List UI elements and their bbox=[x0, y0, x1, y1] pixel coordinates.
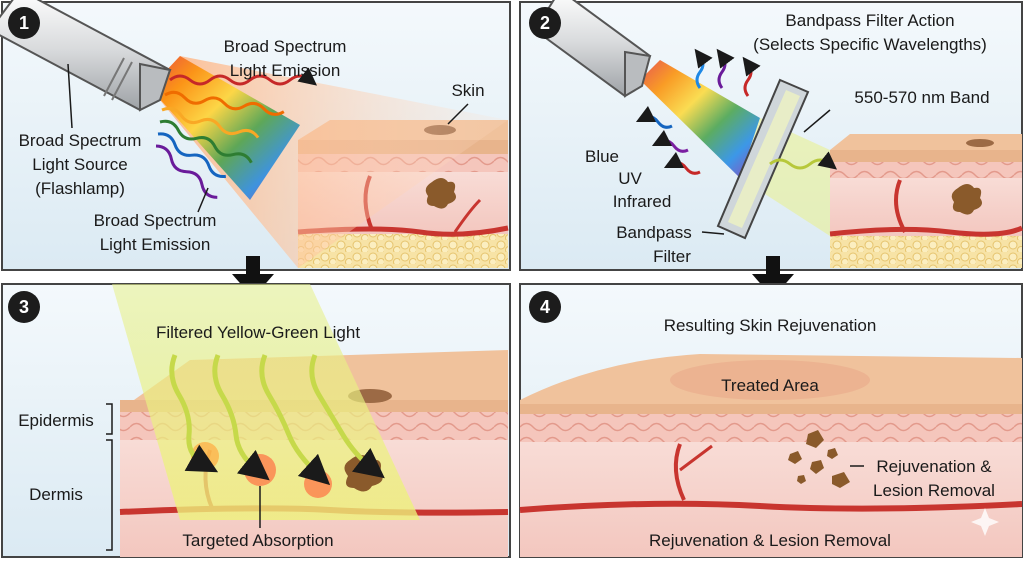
spectrum-cone-2 bbox=[640, 60, 760, 178]
yellow-green-rays bbox=[169, 354, 385, 486]
emission-label-line2: Light Emission bbox=[100, 235, 211, 254]
skin-block-2 bbox=[829, 134, 1024, 268]
spectrum-cone bbox=[150, 56, 300, 200]
panel-3: 3 Filtered Yellow-Green Light Epidermis … bbox=[1, 283, 511, 558]
source-leader-line bbox=[67, 63, 73, 129]
panel2-title-line1: Bandpass Filter Action bbox=[785, 11, 954, 30]
step-number-1: 1 bbox=[19, 13, 29, 33]
absorption-label: Targeted Absorption bbox=[182, 531, 333, 550]
lesion bbox=[425, 178, 456, 209]
sparkle-icon bbox=[971, 508, 999, 536]
source-label-line1: Broad Spectrum bbox=[19, 131, 142, 150]
step-badge-1 bbox=[8, 7, 40, 39]
panel3-title: Filtered Yellow-Green Light bbox=[156, 323, 360, 342]
bottom-label: Rejuvenation & Lesion Removal bbox=[649, 531, 891, 550]
removal-label-line1: Rejuvenation & bbox=[876, 457, 992, 476]
filter-leader-line bbox=[701, 231, 725, 235]
blocked-rays bbox=[635, 48, 761, 175]
emission-leader-line bbox=[197, 187, 209, 213]
uv-label: UV bbox=[618, 169, 642, 188]
emission-rays bbox=[155, 67, 318, 199]
panel4-title: Resulting Skin Rejuvenation bbox=[664, 316, 877, 335]
step-badge-2 bbox=[529, 7, 561, 39]
flashlamp-icon-2 bbox=[533, 0, 652, 98]
lesion-fragments bbox=[788, 430, 850, 488]
source-label-line2: Light Source bbox=[32, 155, 127, 174]
step-number-2: 2 bbox=[540, 13, 550, 33]
band-leader-line bbox=[803, 109, 831, 133]
infrared-label: Infrared bbox=[613, 192, 672, 211]
panel1-title-line2: Light Emission bbox=[230, 61, 341, 80]
bandpass-filter bbox=[716, 78, 810, 240]
filter-label-line2: Filter bbox=[653, 247, 691, 266]
skin-leader-line bbox=[447, 103, 469, 125]
step-badge-4 bbox=[529, 291, 561, 323]
treated-area-label: Treated Area bbox=[721, 376, 819, 395]
removal-label-line2: Lesion Removal bbox=[873, 481, 995, 500]
lesion-2 bbox=[951, 184, 982, 215]
epidermis-label: Epidermis bbox=[18, 411, 94, 430]
panel2-title-line2: (Selects Specific Wavelengths) bbox=[753, 35, 987, 54]
treated-area bbox=[670, 360, 870, 400]
flashlamp-icon bbox=[0, 0, 172, 112]
panel-1: 1 Broad Spectrum Light Emission Broad Sp… bbox=[0, 0, 511, 271]
step-number-3: 3 bbox=[19, 297, 29, 317]
emission-label-line1: Broad Spectrum bbox=[94, 211, 217, 230]
skin-section-4 bbox=[519, 354, 1023, 557]
skin-label: Skin bbox=[451, 81, 484, 100]
filter-label-line1: Bandpass bbox=[616, 223, 692, 242]
step-badge-3 bbox=[8, 291, 40, 323]
blue-label: Blue bbox=[585, 147, 619, 166]
layer-brackets bbox=[106, 403, 113, 551]
panel1-title-line1: Broad Spectrum bbox=[224, 37, 347, 56]
source-label-line3: (Flashlamp) bbox=[35, 179, 125, 198]
panel-4: 4 Resulting Skin Rejuvenation Treated Ar… bbox=[519, 283, 1023, 558]
dermis-label: Dermis bbox=[29, 485, 83, 504]
step-number-4: 4 bbox=[540, 297, 550, 317]
band-label: 550-570 nm Band bbox=[854, 88, 989, 107]
panel-2: 2 Bandpass Filter Action (Selects Specif… bbox=[519, 0, 1024, 271]
passed-ray bbox=[769, 151, 838, 170]
